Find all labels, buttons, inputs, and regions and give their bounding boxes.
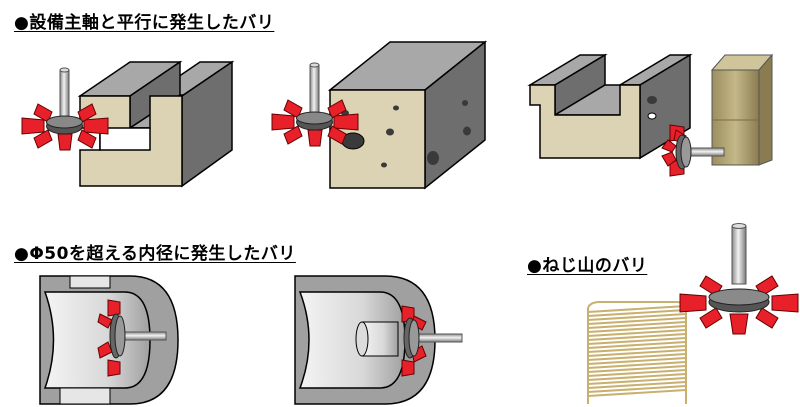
thread-figure: [587, 301, 687, 404]
deburring-tool-5: [401, 305, 463, 377]
heading-main-axis-burr: ●設備主軸と平行に発生したバリ: [14, 13, 275, 33]
deburring-tool-4: [97, 299, 167, 377]
deburring-tool-1: [21, 67, 109, 151]
heading-thread-burr: ●ねじ山のバリ: [527, 256, 648, 276]
deburring-tool-3: [661, 124, 725, 177]
large-bore-figure-2: [294, 275, 436, 405]
deburring-tool-6: [679, 223, 799, 335]
large-bore-figure-1: [39, 275, 179, 405]
deburring-tool-2: [271, 62, 359, 147]
heading-large-bore-burr: ●Φ50を超える内径に発生したバリ: [14, 244, 296, 264]
